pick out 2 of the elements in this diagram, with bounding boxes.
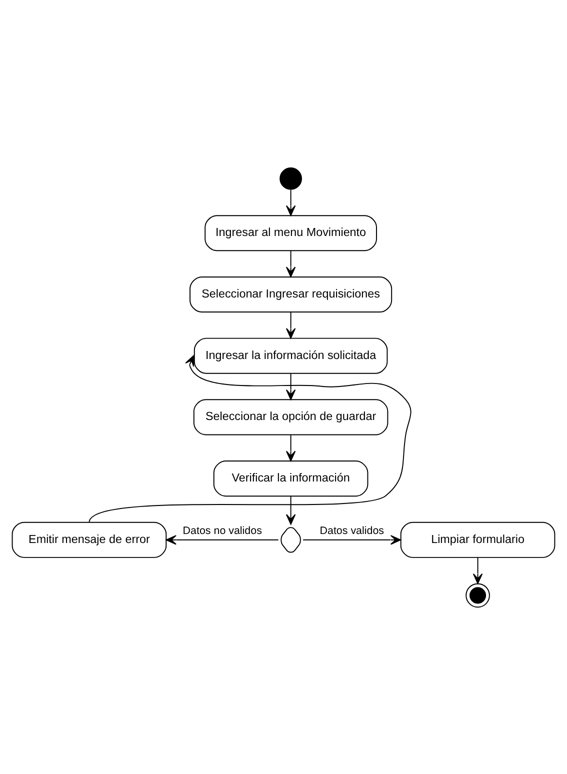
edge-label: Datos no validos xyxy=(182,524,262,536)
edge-label: Datos validos xyxy=(320,524,384,536)
